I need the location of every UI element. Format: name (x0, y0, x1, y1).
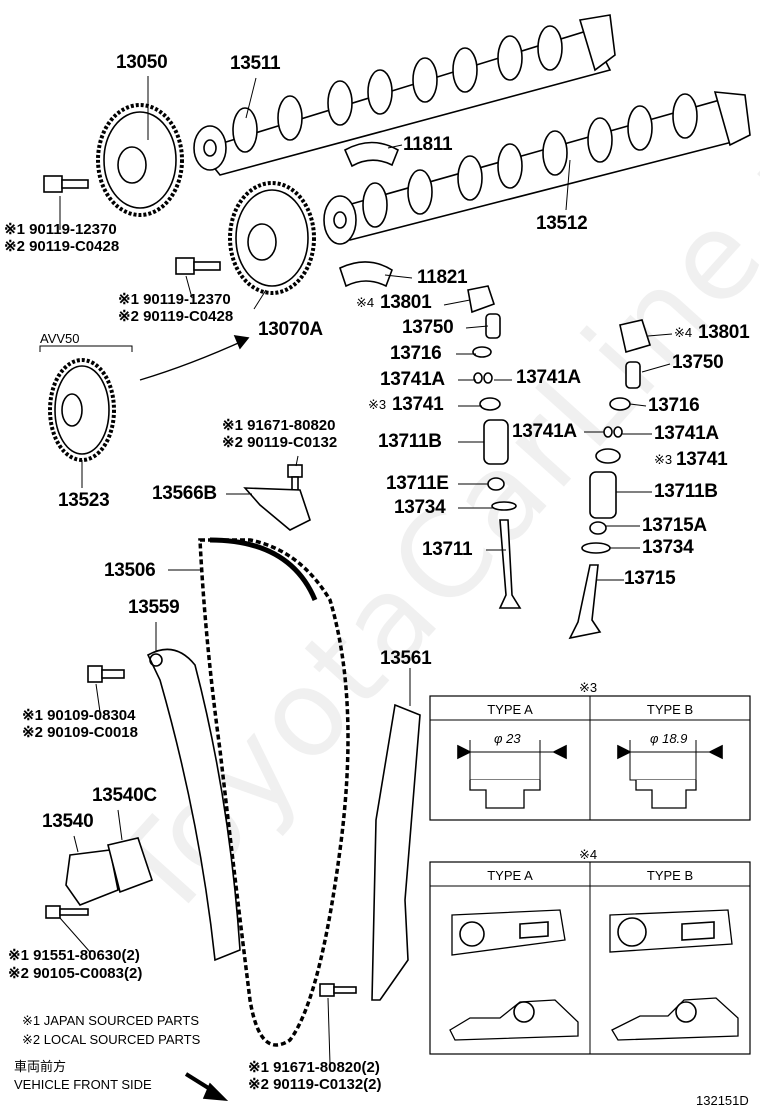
box3-mark: ※3 (579, 680, 598, 695)
sprocket-13050 (96, 103, 184, 217)
part-13050[interactable]: 13050 (116, 52, 168, 73)
mark-3-left: ※3 (368, 397, 387, 412)
part-13734-right[interactable]: 13734 (642, 537, 694, 558)
avv-label: AVV50 (40, 331, 80, 346)
bolt-2-line1[interactable]: ※1 90119-12370 (118, 291, 231, 308)
part-11811[interactable]: 11811 (403, 134, 453, 155)
part-13715[interactable]: 13715 (624, 568, 676, 589)
box4-mark: ※4 (579, 847, 598, 862)
detail-box-4 (429, 861, 751, 1055)
bolt-6-line2[interactable]: ※2 90119-C0132(2) (248, 1076, 382, 1093)
box3-dim-a: φ 23 (494, 731, 521, 746)
part-13070A[interactable]: 13070A (258, 319, 323, 340)
avv-arrowhead (233, 334, 250, 350)
part-13734-left[interactable]: 13734 (394, 497, 446, 518)
box3-type-a: TYPE A (487, 702, 533, 717)
mark-3-right: ※3 (654, 452, 673, 467)
mark-4-right: ※4 (674, 325, 693, 340)
part-13540[interactable]: 13540 (42, 811, 94, 832)
part-13711B-left[interactable]: 13711B (378, 431, 442, 452)
part-13801-left[interactable]: 13801 (380, 292, 432, 313)
bolt-3-line2[interactable]: ※2 90119-C0132 (222, 434, 338, 451)
chain-links (209, 537, 318, 601)
slipper-13559 (146, 648, 241, 962)
bolt-4-line1[interactable]: ※1 90109-08304 (22, 707, 136, 724)
front-label-en: VEHICLE FRONT SIDE (14, 1077, 152, 1092)
detail-box-3 (429, 695, 751, 821)
valve-stack-right (568, 319, 652, 640)
sprocket-13070A (228, 181, 316, 295)
bolt-5-line2[interactable]: ※2 90105-C0083(2) (8, 965, 143, 982)
bolt-3-line1[interactable]: ※1 91671-80820 (222, 417, 336, 434)
part-13711B-right[interactable]: 13711B (654, 481, 718, 502)
leader-lines (59, 76, 673, 1065)
bearing-11821 (339, 261, 393, 288)
part-13741-right[interactable]: 13741 (676, 449, 728, 470)
part-13741A-right-2[interactable]: 13741A (654, 423, 719, 444)
part-13711E[interactable]: 13711E (386, 473, 449, 494)
box3-dim-b: φ 18.9 (650, 731, 688, 746)
valve-stack-left (467, 285, 522, 609)
tensioner-13540 (65, 849, 119, 906)
part-11821[interactable]: 11821 (417, 267, 468, 288)
bolt-1-line2[interactable]: ※2 90119-C0428 (4, 238, 120, 255)
note-local-sourced: ※2 LOCAL SOURCED PARTS (22, 1032, 201, 1047)
part-13523[interactable]: 13523 (58, 490, 110, 511)
part-13511[interactable]: 13511 (230, 53, 281, 74)
bolt-6-line1[interactable]: ※1 91671-80820(2) (248, 1059, 380, 1076)
part-13741A-left-2[interactable]: 13741A (512, 421, 577, 442)
camshaft-13511 (193, 14, 616, 176)
box4-type-a: TYPE A (487, 868, 533, 883)
part-13741-left[interactable]: 13741 (392, 394, 444, 415)
bearing-11811 (343, 141, 400, 168)
diagram-id: 132151D (696, 1093, 749, 1108)
mark-4-left: ※4 (356, 295, 375, 310)
bolt-2-line2[interactable]: ※2 90119-C0428 (118, 308, 234, 325)
sprocket-13523 (48, 358, 116, 462)
part-13750-right[interactable]: 13750 (672, 352, 724, 373)
part-13506[interactable]: 13506 (104, 560, 156, 581)
avv-bracket (39, 345, 133, 352)
timing-chain-13506 (198, 538, 350, 1047)
bolt-4-line2[interactable]: ※2 90109-C0018 (22, 724, 138, 741)
avv-arrow (139, 339, 246, 381)
guide-13561 (371, 703, 421, 1001)
front-arrowhead (202, 1082, 229, 1101)
bolt-1-line1[interactable]: ※1 90119-12370 (4, 221, 117, 238)
part-13741A-right-1[interactable]: 13741A (516, 367, 581, 388)
box3-type-b: TYPE B (646, 702, 694, 717)
part-13512[interactable]: 13512 (536, 213, 588, 234)
part-13566B[interactable]: 13566B (152, 483, 217, 504)
part-13716-left[interactable]: 13716 (390, 343, 442, 364)
part-13716-right[interactable]: 13716 (648, 395, 700, 416)
part-13715A[interactable]: 13715A (642, 515, 707, 536)
guide-13566B (243, 487, 311, 531)
front-label-jp: 車両前方 (14, 1059, 67, 1074)
part-13561[interactable]: 13561 (380, 648, 432, 669)
part-13750-left[interactable]: 13750 (402, 317, 454, 338)
part-13559[interactable]: 13559 (128, 597, 180, 618)
bolts (43, 175, 357, 997)
part-13741A-left-1[interactable]: 13741A (380, 369, 445, 390)
box4-type-b: TYPE B (646, 868, 694, 883)
part-13801-right[interactable]: 13801 (698, 322, 750, 343)
gasket-13540C (107, 837, 154, 894)
note-japan-sourced: ※1 JAPAN SOURCED PARTS (22, 1013, 200, 1028)
bolt-5-line1[interactable]: ※1 91551-80630(2) (8, 947, 140, 964)
part-13540C[interactable]: 13540C (92, 785, 157, 806)
camshaft-13512 (323, 91, 751, 245)
part-13711[interactable]: 13711 (422, 539, 473, 560)
